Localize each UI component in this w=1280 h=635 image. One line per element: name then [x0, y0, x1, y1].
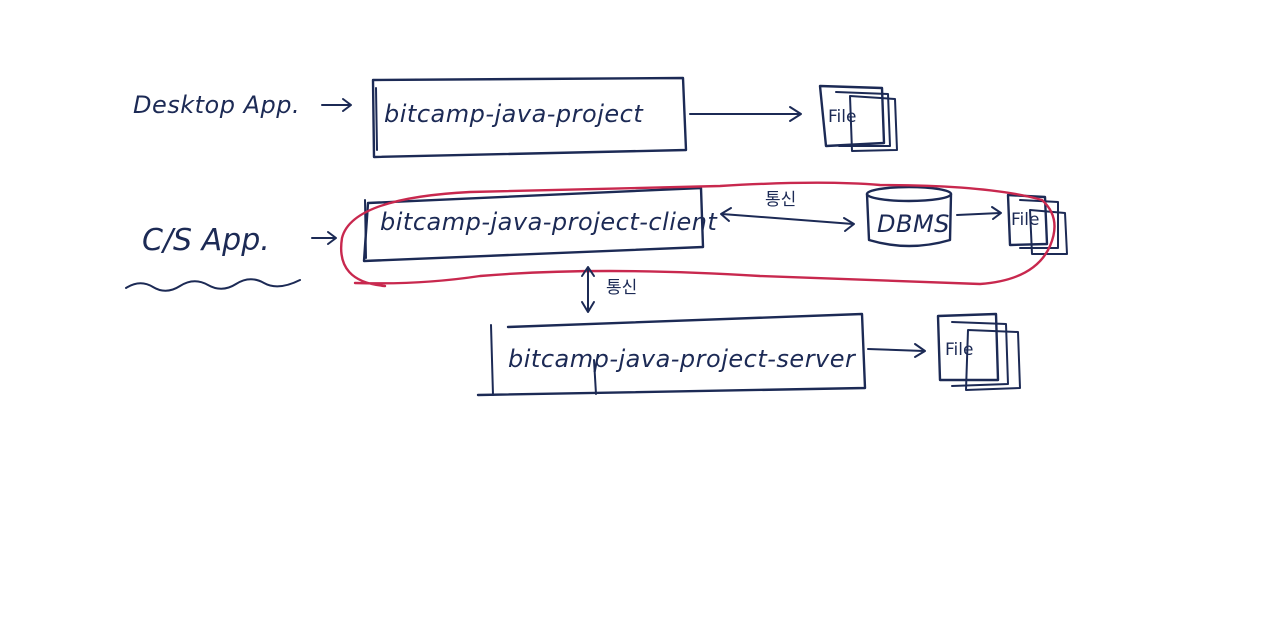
client-box [362, 186, 705, 263]
server-file-label: File [945, 340, 973, 360]
desktop-project-label: bitcamp-java-project [384, 100, 644, 128]
server-to-file-arrow [867, 343, 926, 358]
client-dbms-highlight-loop [339, 181, 1056, 288]
comm-client-server-label: 통신 [606, 278, 637, 298]
cs-app-underline [125, 278, 301, 292]
client-server-arrow [581, 266, 595, 313]
cs-app-label: C/S App. [142, 223, 270, 258]
dbms-to-file-arrow [956, 206, 1002, 220]
desktop-app-label: Desktop App. [133, 91, 300, 119]
desktop-file-stack [818, 84, 898, 152]
desktop-project-box [371, 76, 688, 159]
server-box [476, 312, 867, 397]
server-file-stack [936, 312, 1021, 391]
dbms-cylinder [865, 185, 953, 248]
desktop-file-label: File [828, 107, 856, 127]
project-to-file-arrow [689, 106, 802, 122]
client-dbms-arrow [720, 207, 855, 232]
server-label: bitcamp-java-project-server [508, 345, 857, 373]
cs-to-client-arrow [311, 231, 337, 245]
client-label: bitcamp-java-project-client [380, 208, 718, 236]
dbms-label: DBMS [877, 210, 950, 238]
comm-client-dbms-label: 통신 [765, 190, 796, 210]
desktop-to-project-arrow [321, 98, 352, 112]
cs-file-label: File [1011, 210, 1039, 230]
